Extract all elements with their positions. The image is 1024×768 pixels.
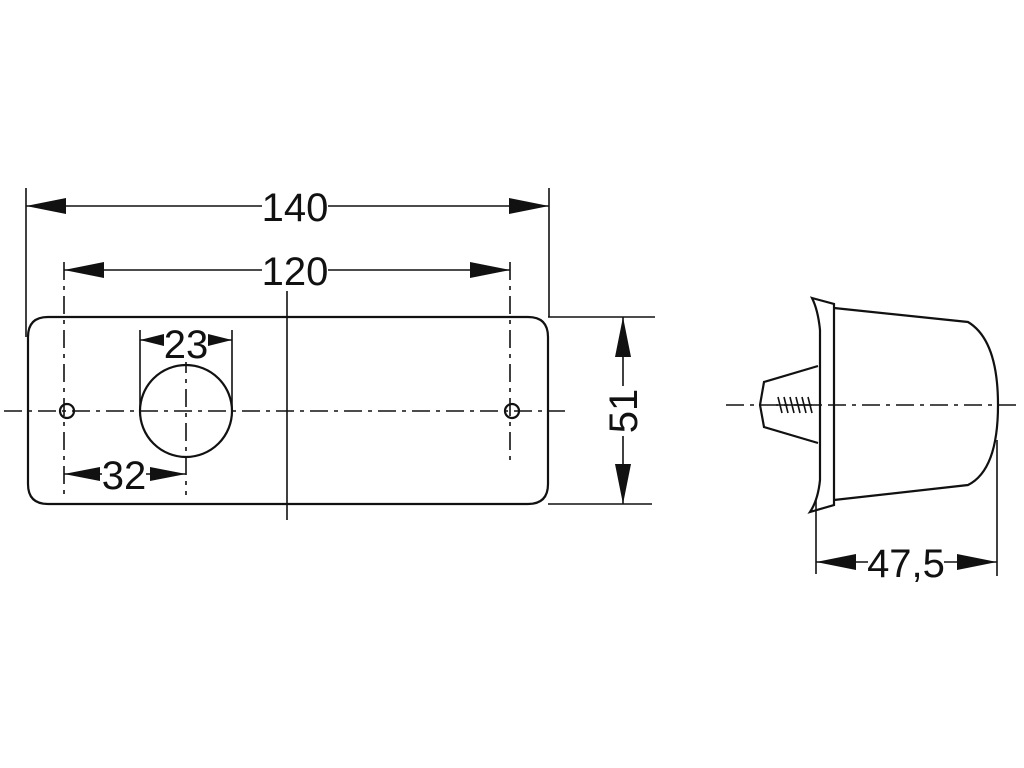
- dim-label-120: 120: [262, 250, 329, 294]
- dim-label-47-5: 47,5: [867, 542, 945, 586]
- dimension-23: 23: [139, 322, 233, 411]
- dimension-120: 120: [63, 249, 511, 500]
- mounting-hole-right: [503, 402, 521, 420]
- screw-stud: [758, 364, 819, 445]
- dimension-51: 51: [548, 316, 655, 505]
- dim-label-23: 23: [164, 323, 209, 367]
- mounting-flange: [807, 296, 836, 514]
- side-view: 47,5: [726, 296, 1022, 586]
- dim-label-32: 32: [102, 454, 147, 498]
- dimension-140: 140: [25, 185, 550, 337]
- dimension-47-5: 47,5: [815, 440, 998, 586]
- dimension-32: 32: [64, 454, 186, 498]
- dim-label-51: 51: [602, 389, 646, 434]
- lamp-body: [833, 306, 1000, 502]
- screw-thread-icon: [776, 396, 818, 414]
- dim-label-140: 140: [262, 186, 329, 230]
- housing-outline: [26, 315, 550, 506]
- mounting-hole-left: [58, 402, 76, 420]
- front-view: 140 120 23 32: [4, 185, 655, 520]
